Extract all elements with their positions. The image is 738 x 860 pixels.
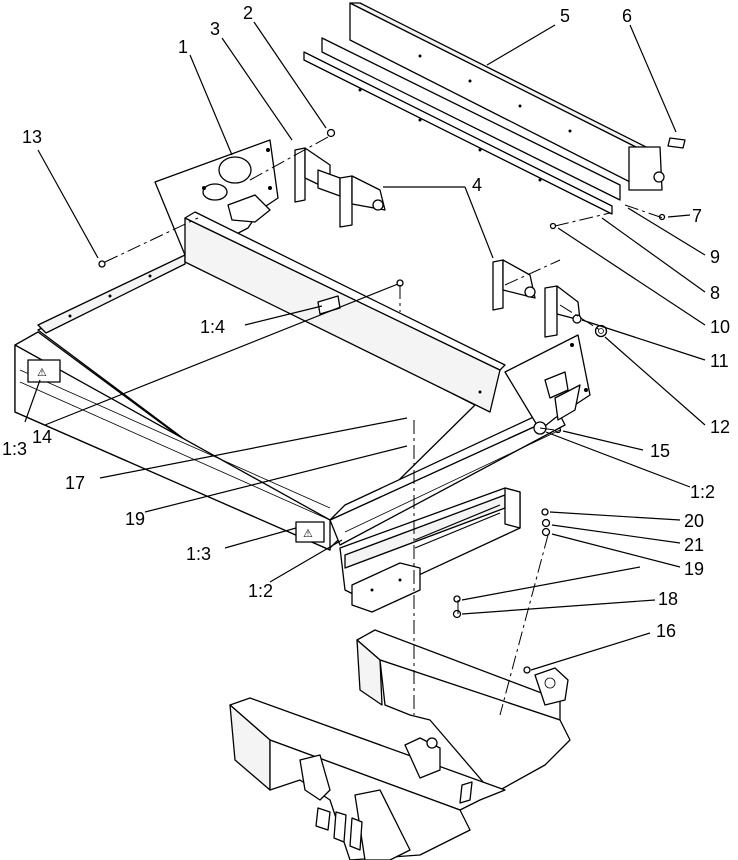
callout-19-right: 19 [684, 559, 705, 579]
callout-1-4: 1:4 [200, 317, 226, 337]
callout-18: 18 [658, 589, 679, 609]
callout-17: 17 [65, 473, 86, 493]
svg-text:⚠: ⚠ [37, 366, 47, 379]
lower-channel-bracket [339, 487, 521, 613]
callout-14: 14 [32, 427, 53, 447]
callout-4: 4 [472, 175, 483, 195]
callout-13: 13 [22, 127, 43, 147]
leader-lines [24, 21, 706, 671]
top-rail-assembly [303, 2, 686, 215]
callout-6: 6 [622, 6, 633, 26]
side-rail-right [329, 334, 591, 546]
bracket-4-lower [492, 259, 581, 338]
main-frame: ⚠ ⚠ [14, 211, 506, 551]
callout-16: 16 [656, 621, 677, 641]
callout-7: 7 [692, 206, 703, 226]
callout-5: 5 [560, 6, 571, 26]
center-lines [104, 136, 664, 716]
callout-19-left: 19 [125, 509, 146, 529]
callout-11: 11 [710, 351, 729, 371]
callout-1: 1 [178, 37, 189, 57]
bracket-3 [294, 147, 341, 203]
callout-10: 10 [710, 317, 731, 337]
callout-8: 8 [710, 283, 721, 303]
callout-20: 20 [684, 511, 705, 531]
bracket-4-upper [339, 175, 386, 228]
callout-9: 9 [710, 247, 721, 267]
truck-frame [229, 629, 571, 860]
callout-3: 3 [210, 19, 221, 39]
callout-21: 21 [684, 535, 705, 555]
callout-2: 2 [243, 3, 254, 23]
callout-1-3-right: 1:3 [186, 544, 212, 564]
svg-text:⚠: ⚠ [303, 527, 313, 540]
callout-1-2-right: 1:2 [690, 482, 716, 502]
callout-12: 12 [710, 417, 731, 437]
callout-15: 15 [650, 441, 671, 461]
callout-1-3-left: 1:3 [2, 439, 28, 459]
callout-1-2-left: 1:2 [248, 581, 274, 601]
